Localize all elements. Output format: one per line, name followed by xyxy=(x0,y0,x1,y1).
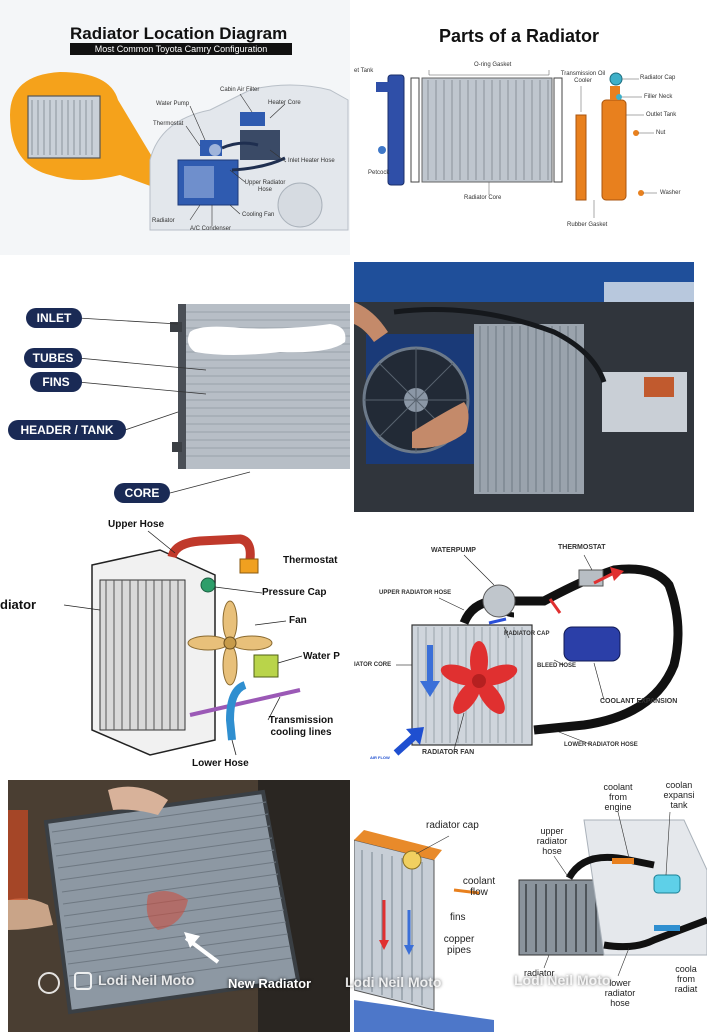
label-radiator: Radiator xyxy=(152,218,175,224)
installation-photo-illustration xyxy=(354,262,694,512)
label-coolant-from-radiator: coola from radiat xyxy=(674,964,698,994)
radiator-location-illustration xyxy=(10,72,349,231)
label-coolant-expansion-tank: coolan expansi tank xyxy=(663,780,695,810)
label-lower-radiator-hose: LOWER RADIATOR HOSE xyxy=(564,742,638,748)
watermark-logo-icon xyxy=(38,972,60,994)
label-upper-hose: Upper Hose xyxy=(108,519,165,530)
panel-new-radiator-photo: New Radiator xyxy=(8,780,350,1032)
label-cooling-fan: Cooling Fan xyxy=(242,212,275,218)
cross-section-illustration xyxy=(354,811,707,1032)
label-radiator-cap-p8: radiator cap xyxy=(426,820,479,831)
radiator-parts-exploded-view xyxy=(376,70,657,218)
panel-cooling-system-drawing: Upper Hose Thermostat diator Pressure Ca… xyxy=(0,515,350,777)
label-radiator-cap-p6: RADIATOR CAP xyxy=(504,631,550,637)
label-fins-p8: fins xyxy=(450,912,466,923)
panel-installation-photo xyxy=(354,262,694,512)
label-radiator-core-p6: IATOR CORE xyxy=(354,662,392,668)
pill-tubes: TUBES xyxy=(24,348,82,368)
label-filler-neck: Filler Neck xyxy=(644,94,673,100)
label-radiator-fan: RADIATOR FAN xyxy=(422,749,475,756)
label-copper-pipes: copper pipes xyxy=(443,934,475,956)
pill-core: CORE xyxy=(114,483,170,503)
label-radiator-p8: radiator xyxy=(524,968,555,978)
label-oring-gasket: O-ring Gasket xyxy=(474,62,512,68)
label-lower-radiator-hose-p8: lower radiator hose xyxy=(604,978,636,1008)
label-bleed-hose: BLEED HOSE xyxy=(537,663,577,669)
label-coolant-flow: coolant flow xyxy=(462,876,496,898)
label-pressure-cap: Pressure Cap xyxy=(262,587,327,598)
caption-new-radiator: New Radiator xyxy=(228,976,312,991)
label-ac-condenser: A/C Condenser xyxy=(190,226,232,232)
label-radiator-core: Radiator Core xyxy=(464,195,502,201)
label-petcock: Petcock xyxy=(368,170,390,176)
label-water-pump-p5: Water P xyxy=(303,651,340,662)
panel1-subtitle: Most Common Toyota Camry Configuration xyxy=(70,43,292,55)
watermark-play-icon xyxy=(472,972,492,990)
pill-fins: FINS xyxy=(30,372,82,392)
label-inlet-tank: et Tank xyxy=(354,68,374,74)
label-transmission-cooling-lines: Transmission cooling lines xyxy=(268,715,334,738)
pill-header-tank: HEADER / TANK xyxy=(8,420,126,440)
label-rubber-gasket: Rubber Gasket xyxy=(567,222,608,228)
panel-parts-of-radiator: Parts of a Radiator xyxy=(354,0,707,255)
label-cabin-air-filter: Cabin Air Filter xyxy=(220,87,260,93)
panel-radiator-location: Radiator Location Diagram Most Common To… xyxy=(0,0,350,255)
label-lower-hose: Lower Hose xyxy=(192,758,249,769)
label-washer: Washer xyxy=(660,190,681,196)
label-coolant-expansion: COOLANT EXPANSION xyxy=(600,698,678,705)
watermark-left: Lodi Neil Moto xyxy=(98,972,195,988)
label-thermostat-p5: Thermostat xyxy=(283,555,338,566)
radiator-side-illustration xyxy=(77,304,350,494)
cooling-system-line-drawing xyxy=(63,530,303,756)
label-upper-radiator-hose-p6: UPPER RADIATOR HOSE xyxy=(379,590,452,596)
pill-inlet: INLET xyxy=(26,308,82,328)
panel2-title: Parts of a Radiator xyxy=(439,26,600,46)
panel-cooling-flow-diagram: WATERPUMP THERMOSTAT UPPER RADIATOR HOSE… xyxy=(354,515,707,777)
label-upper-radiator-hose-p8: upper radiator hose xyxy=(536,826,568,856)
label-radiator-p5: diator xyxy=(0,597,37,612)
label-heater-core: Heater Core xyxy=(268,100,301,106)
label-thermostat-p6: THERMOSTAT xyxy=(558,544,606,551)
label-waterpump-p6: WATERPUMP xyxy=(431,547,476,554)
label-coolant-from-engine: coolant from engine xyxy=(603,782,633,812)
label-transmission-oil-cooler: Transmission Oil Cooler xyxy=(560,71,606,84)
label-air-flow: AIR FLOW xyxy=(370,755,390,760)
cooling-flow-illustration xyxy=(393,554,683,756)
panel-cross-section-diagram: radiator cap coolant flow fins copper pi… xyxy=(354,780,707,1032)
label-water-pump: Water Pump xyxy=(156,101,190,107)
label-upper-radiator-hose: Upper Radiator Hose xyxy=(244,180,286,193)
panel-radiator-components: INLET TUBES FINS HEADER / TANK CORE xyxy=(0,262,350,512)
label-inlet-heater-hose: Inlet Heater Hose xyxy=(288,158,335,164)
label-nut: Nut xyxy=(656,130,666,136)
watermark-middle: Lodi Neil Moto xyxy=(345,974,442,990)
label-thermostat: Thermostat xyxy=(153,121,184,127)
watermark-right: Lodi Neil Moto xyxy=(514,972,611,988)
label-outlet-tank: Outlet Tank xyxy=(646,112,677,118)
label-radiator-cap: Radiator Cap xyxy=(640,75,676,81)
label-fan: Fan xyxy=(289,615,307,626)
new-radiator-photo-illustration xyxy=(8,780,350,1032)
panel1-title: Radiator Location Diagram xyxy=(70,24,288,43)
watermark-instagram-icon xyxy=(74,972,92,990)
